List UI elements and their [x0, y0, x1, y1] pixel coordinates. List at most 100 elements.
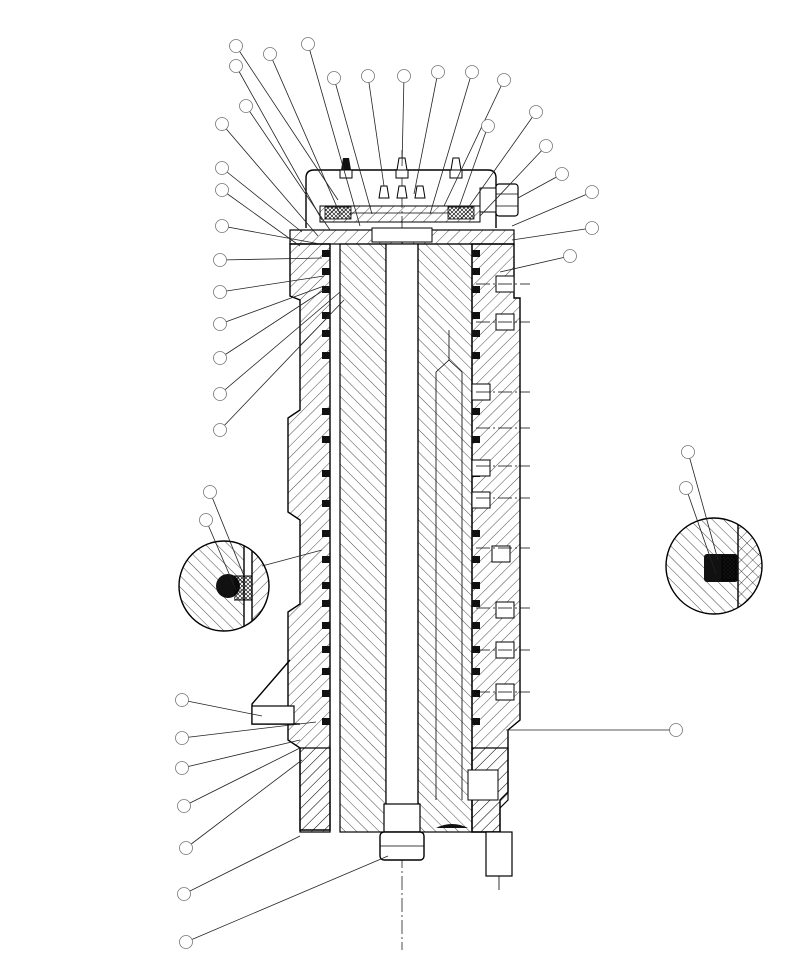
part-balloon [327, 71, 341, 85]
part-balloon [213, 423, 227, 437]
seal-ring-left [322, 286, 330, 293]
seal-ring-right [472, 408, 480, 415]
leader-line [221, 189, 301, 247]
seal-ring-left [322, 408, 330, 415]
seal-ring-left [322, 530, 330, 537]
part-balloon [213, 285, 227, 299]
seal-ring-right [472, 622, 480, 629]
seal-ring-left [322, 718, 330, 725]
shaft [339, 243, 473, 833]
seal-ring-left [322, 646, 330, 653]
seal-ring-right [472, 556, 480, 563]
leader-line [401, 75, 405, 167]
part-balloon [361, 69, 375, 83]
seal-ring-right [472, 718, 480, 725]
part-balloon [481, 119, 495, 133]
seal-ring-left [322, 268, 330, 275]
leader-line [333, 77, 373, 215]
leader-line [181, 739, 301, 769]
leader-line [221, 123, 319, 237]
part-balloon [215, 161, 229, 175]
leader-line [511, 191, 593, 227]
seal-ring-right [472, 646, 480, 653]
leader-line [221, 167, 303, 233]
leader-line [183, 835, 301, 895]
part-balloon [529, 105, 543, 119]
seal-ring-right [472, 668, 480, 675]
port-fitting [471, 491, 491, 509]
part-balloon [179, 841, 193, 855]
part-balloon [177, 887, 191, 901]
leader-line [219, 285, 325, 325]
leader-line [499, 255, 571, 273]
part-balloon [263, 47, 277, 61]
part-balloon [585, 185, 599, 199]
seal-ring-left [322, 500, 330, 507]
leader-line [443, 79, 505, 207]
seal-ring-left [322, 436, 330, 443]
leader-line [219, 299, 345, 431]
leader-line [467, 111, 537, 209]
part-balloon [213, 351, 227, 365]
seal-ring-right [472, 268, 480, 275]
leader-line [687, 451, 719, 561]
part-balloon [215, 183, 229, 197]
seal-ring-left [322, 330, 330, 337]
seal-ring-left [322, 582, 330, 589]
seal-ring-right [472, 690, 480, 697]
leader-line [219, 257, 323, 261]
leader-line [685, 487, 717, 575]
side-fitting [479, 183, 519, 217]
leader-line [235, 65, 323, 221]
leader-line [219, 291, 341, 395]
seal-ring-left [322, 352, 330, 359]
seal-ring-right [472, 330, 480, 337]
seal-ring-left [322, 668, 330, 675]
part-balloon [213, 317, 227, 331]
part-balloon [175, 761, 189, 775]
leader-line [367, 75, 385, 187]
part-balloon [229, 39, 243, 53]
seal-ring-right [472, 530, 480, 537]
part-balloon [431, 65, 445, 79]
leader-line [209, 491, 245, 577]
leader-line [307, 43, 361, 227]
part-balloon [213, 387, 227, 401]
part-balloons [175, 37, 695, 949]
part-balloon [679, 481, 693, 495]
seal-ring-right [472, 286, 480, 293]
top-flange [289, 227, 515, 245]
part-balloon [301, 37, 315, 51]
part-balloon [203, 485, 217, 499]
leader-line [269, 53, 341, 215]
seals-left [322, 250, 330, 725]
leader-lines [181, 43, 719, 943]
part-balloon [179, 935, 193, 949]
bottom-nut [379, 831, 425, 861]
seal-ring-right [472, 436, 480, 443]
part-balloon [585, 221, 599, 235]
leader-line [181, 699, 263, 717]
seal-ring-left [322, 690, 330, 697]
top-cover [305, 169, 497, 228]
part-balloon [669, 723, 683, 737]
seal-ring-left [322, 470, 330, 477]
seal-ring-left [322, 556, 330, 563]
seal-ring-left [322, 250, 330, 257]
part-balloon [465, 65, 479, 79]
seal-ring-right [472, 312, 480, 319]
part-balloon [215, 219, 229, 233]
leader-line [183, 747, 301, 807]
part-balloon [539, 139, 553, 153]
leader-line [185, 759, 303, 849]
part-balloon [397, 69, 411, 83]
leader-line [219, 275, 325, 293]
leader-line [185, 855, 389, 943]
leader-line [235, 45, 339, 201]
detail-view-right [665, 517, 763, 615]
seal-ring-right [472, 582, 480, 589]
leader-line [479, 145, 547, 217]
leader-line [429, 71, 473, 215]
port-centerlines [476, 283, 530, 693]
seal-ring-left [322, 312, 330, 319]
